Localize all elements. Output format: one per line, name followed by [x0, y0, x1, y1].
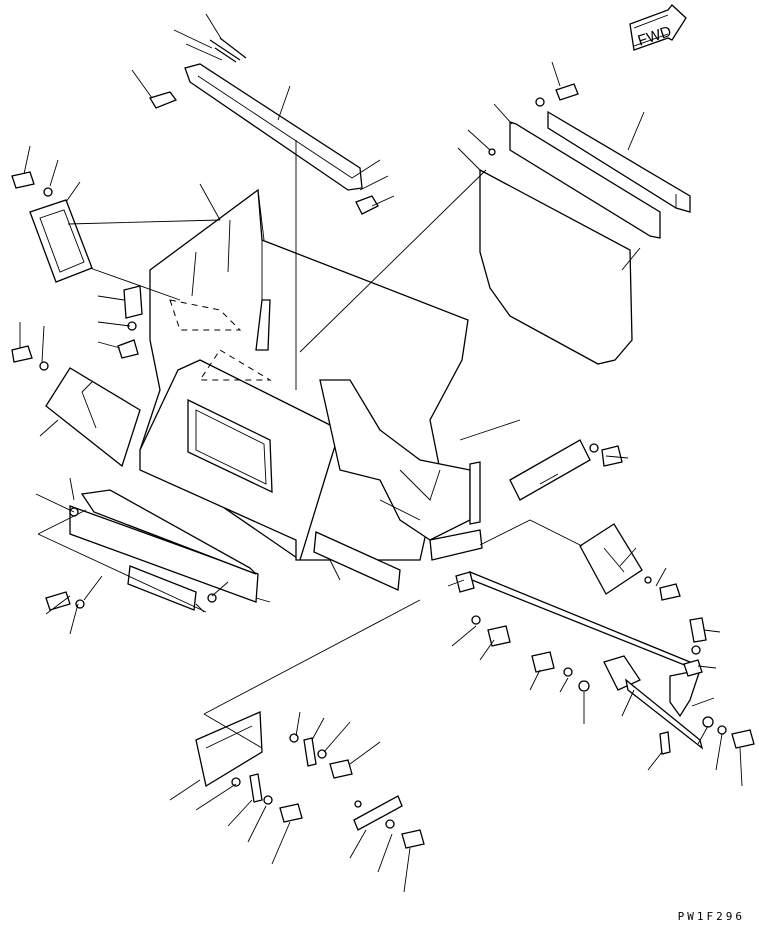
fwd-arrow-icon: FWD	[629, 4, 687, 51]
leader-lines	[19, 13, 743, 893]
assembly-reference-lines	[37, 140, 583, 749]
control-rod-linkage	[469, 570, 755, 755]
left-side-plates	[11, 171, 259, 611]
drawing-code: PW1F296	[677, 910, 745, 923]
hood-body	[139, 188, 471, 561]
side-cover-panel	[479, 110, 691, 365]
lower-bracket-group	[195, 711, 425, 849]
center-parts	[313, 461, 483, 593]
top-cover-plate	[149, 37, 579, 215]
right-access-covers	[509, 439, 681, 601]
